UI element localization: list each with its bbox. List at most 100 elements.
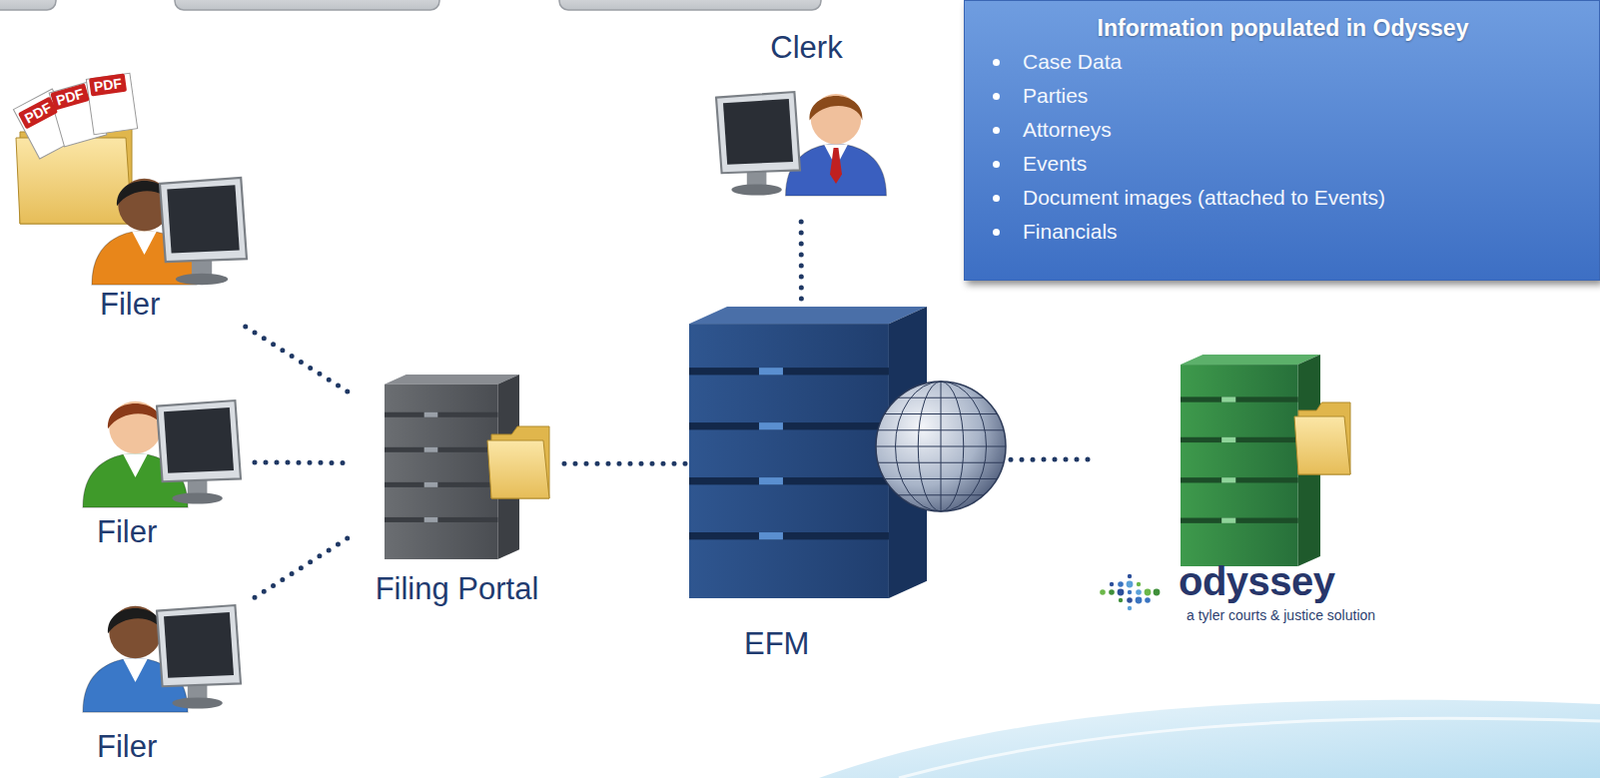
dotted-connector (254, 537, 350, 599)
server-led (1221, 477, 1236, 483)
folder-front (15, 137, 132, 224)
bullet-item: Document images (attached to Events) (986, 180, 1580, 215)
bullet-item: Attorneys (986, 112, 1580, 147)
server-top (1180, 354, 1321, 365)
node-label: odyssey (1178, 559, 1336, 604)
server-top (384, 374, 520, 385)
globe-parallel (897, 397, 984, 399)
filing-portal-server: Filing Portal (349, 374, 565, 610)
person-collar (122, 453, 148, 478)
server-slot (1180, 518, 1299, 524)
server-led (424, 412, 439, 418)
server-slot (1180, 396, 1299, 402)
server-slot (384, 517, 498, 523)
efm-server-graphic (689, 304, 1011, 667)
server-slot (689, 367, 889, 375)
bullet-item: Events (986, 146, 1580, 181)
bullet-item: Financials (986, 214, 1580, 249)
monitor (156, 605, 241, 710)
filer-icon: Filer (17, 81, 250, 327)
monitor-bezel (716, 91, 800, 173)
filer-icon: Filer (64, 569, 255, 772)
icon-group (12, 72, 247, 285)
server-front (1180, 364, 1299, 567)
server-slot (1180, 477, 1299, 483)
logo-dot (1117, 581, 1124, 588)
monitor-bezel (159, 177, 247, 262)
node-label: Filing Portal (349, 571, 565, 608)
dotted-connector (799, 221, 804, 305)
globe (875, 381, 1006, 512)
logo-dot (1109, 582, 1114, 587)
server-led (424, 482, 439, 488)
logo-dot (1127, 606, 1132, 611)
info-callout: Information populated in OdysseyCase Dat… (963, 0, 1600, 281)
logo-dot (1136, 582, 1141, 587)
node-label: Clerk (714, 29, 899, 66)
folder-front (487, 440, 550, 499)
logo-dot (1127, 574, 1132, 579)
clerk-icon: Clerk (714, 29, 899, 222)
folder-front (1294, 416, 1351, 475)
dotted-connector (254, 459, 350, 466)
globe-parallel (875, 446, 1006, 448)
monitor-base (175, 273, 228, 286)
logo-dot (1118, 598, 1123, 603)
logo-dot (1108, 589, 1115, 596)
person-hair (107, 403, 163, 429)
server-slot (384, 447, 498, 453)
bullet-item: Case Data (986, 44, 1580, 79)
node-label: EFM (744, 626, 809, 663)
person-hair (809, 95, 863, 120)
filer-icon: Filer (64, 364, 255, 560)
server-led (759, 367, 784, 375)
node-sublabel: a tyler courts & justice solution (1186, 606, 1376, 625)
logo-dot (1099, 589, 1106, 596)
icon-group (716, 91, 886, 196)
monitor-bezel (156, 605, 241, 687)
monitor-base (731, 183, 782, 195)
icon-group (82, 400, 241, 508)
odyssey-server: odyssey a tyler courts & justice solution (1088, 354, 1419, 630)
monitor-screen (163, 612, 234, 679)
swoosh-highlight (898, 718, 1600, 778)
person-figure (786, 93, 887, 196)
callout-heading: Information populated in Odyssey (986, 12, 1580, 43)
server-slot (384, 412, 498, 418)
globe-parallel (884, 413, 998, 415)
person-tie (829, 147, 842, 184)
logo-dot (1153, 589, 1161, 597)
swoosh-decoration (818, 700, 1600, 778)
globe-parallel (897, 494, 984, 496)
globe-parallel (884, 478, 998, 480)
server-slot (689, 477, 889, 485)
icon-group (1099, 354, 1351, 611)
efm-server: EFM (689, 304, 1011, 667)
server-front (689, 323, 889, 599)
server-led (1221, 518, 1236, 524)
icon-group (82, 605, 241, 713)
logo-dot (1126, 581, 1134, 589)
monitor-base (171, 697, 222, 709)
icon-group (384, 374, 550, 560)
filer-icon-graphic (64, 364, 255, 560)
pdf-page (85, 72, 137, 135)
logo-dot (1144, 589, 1152, 597)
server-slot (689, 422, 889, 430)
server-led (759, 477, 784, 485)
monitor-bezel (156, 400, 241, 482)
globe-parallel (877, 429, 1004, 431)
node-label: Filer (96, 729, 157, 766)
monitor (156, 400, 241, 505)
monitor-base (171, 492, 222, 504)
server-led (1221, 396, 1236, 402)
monitor (716, 91, 800, 196)
server-led (1221, 437, 1236, 443)
logo-dot (1135, 589, 1142, 596)
server-slot (1180, 437, 1299, 443)
server-slot (384, 482, 498, 488)
globe-parallel (877, 462, 1004, 464)
logo-dot (1144, 597, 1151, 604)
server-led (759, 422, 784, 430)
node-label: Filer (99, 286, 160, 323)
